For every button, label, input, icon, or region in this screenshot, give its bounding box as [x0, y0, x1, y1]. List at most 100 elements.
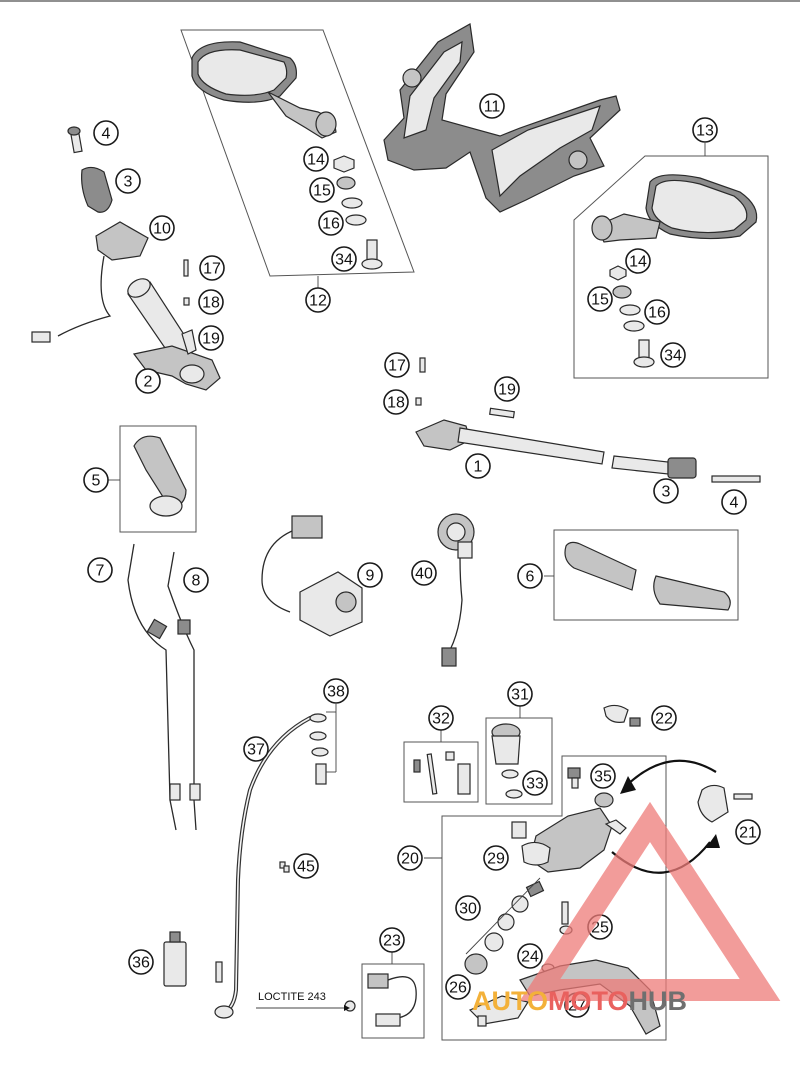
callout-number: 5 — [92, 473, 101, 490]
callout-c3a: 3 — [115, 168, 141, 194]
part-18-right — [415, 397, 422, 406]
callout-c31: 31 — [507, 681, 533, 707]
banjo-bolt-38 — [315, 763, 327, 785]
throttle-cables — [127, 543, 201, 831]
bracket-11 — [383, 23, 621, 213]
callout-number: 37 — [247, 742, 265, 759]
callout-circle — [293, 853, 319, 879]
callout-circle — [87, 557, 113, 583]
callout-number: 10 — [153, 221, 171, 238]
bracket-upper-arm — [403, 40, 463, 139]
callout-circle — [183, 567, 209, 593]
callout-c35: 35 — [590, 763, 616, 789]
callout-c16b: 16 — [644, 299, 670, 325]
callout-circle — [411, 560, 437, 586]
callout-c11: 11 — [479, 93, 505, 119]
callout-c5: 5 — [83, 467, 109, 493]
switch-10-connector — [31, 331, 51, 343]
callout-number: 40 — [415, 566, 433, 583]
callout-number: 22 — [655, 711, 673, 728]
watermark-auto: AUTO — [472, 986, 548, 1016]
callout-number: 34 — [664, 348, 682, 365]
brake-line-37 — [214, 704, 337, 1019]
callout-c14b: 14 — [625, 248, 651, 274]
cable-8-end — [189, 783, 201, 801]
watermark-moto: MOTO — [548, 986, 629, 1016]
part-33-bottom — [505, 789, 523, 799]
part-23-switch — [367, 973, 389, 989]
left-handlebar-assembly — [31, 126, 221, 391]
washer-16-right — [623, 320, 645, 332]
reservoir-body — [491, 735, 521, 765]
washer-38-mid — [309, 731, 327, 741]
mirror-mount-right — [591, 215, 613, 241]
throttle-group-5 — [108, 425, 197, 533]
callout-c1: 1 — [465, 453, 491, 479]
bar-end-3-left — [81, 166, 113, 213]
part-32-pin — [426, 753, 438, 795]
callout-circle — [115, 168, 141, 194]
callout-c34a: 34 — [331, 246, 357, 272]
callout-c24: 24 — [517, 943, 543, 969]
callout-c4a: 4 — [93, 120, 119, 146]
part-35-a — [567, 767, 581, 779]
callout-circle — [494, 376, 520, 402]
part-15-right — [612, 285, 632, 299]
bolt-25 — [561, 901, 569, 925]
callout-circle — [198, 325, 224, 351]
throttle-tube-end — [149, 495, 183, 517]
callout-c7: 7 — [87, 557, 113, 583]
callout-number: 14 — [307, 152, 325, 169]
callout-c34b: 34 — [660, 342, 686, 368]
cable-8-adjuster — [177, 619, 191, 635]
callout-number: 35 — [594, 769, 612, 786]
seal-30-b — [497, 913, 515, 931]
callout-number: 16 — [322, 216, 340, 233]
callout-number: 21 — [739, 825, 757, 842]
washer-16-top-left — [341, 197, 363, 209]
screw-19-left — [181, 329, 197, 355]
callout-c3b: 3 — [653, 478, 679, 504]
rotate-arrow-top-head — [620, 776, 636, 794]
rotate-arrow-bottom-head — [706, 834, 720, 848]
callout-number: 16 — [648, 305, 666, 322]
part-29 — [511, 821, 527, 839]
callout-number: 4 — [730, 495, 739, 512]
part-15-left — [336, 176, 356, 190]
callout-circle — [428, 705, 454, 731]
callout-circle — [397, 845, 423, 871]
callout-circle — [357, 562, 383, 588]
brake-fluid-36 — [163, 931, 187, 987]
callout-circle — [479, 93, 505, 119]
callout-c22: 22 — [651, 705, 677, 731]
master-body-end — [521, 841, 551, 866]
callout-c17b: 17 — [384, 352, 410, 378]
callout-number: 11 — [484, 99, 501, 116]
piston-axis — [465, 877, 541, 955]
callout-circle — [455, 895, 481, 921]
switch-9-wire — [261, 527, 301, 613]
callout-circle — [303, 146, 329, 172]
bolt-34-head-right — [633, 356, 655, 368]
mirror-stem-right — [595, 213, 661, 243]
callout-c26: 26 — [445, 974, 471, 1000]
callout-c21: 21 — [735, 819, 761, 845]
callout-circle — [149, 215, 175, 241]
part-40-wire — [449, 557, 463, 651]
callout-circle — [305, 287, 331, 313]
part-21 — [697, 784, 729, 823]
switch-10-wire — [57, 255, 112, 337]
callout-circle — [483, 845, 509, 871]
fluid-bottle — [163, 941, 187, 987]
callout-number: 30 — [459, 901, 477, 918]
callout-number: 18 — [202, 295, 220, 312]
callout-c38: 38 — [323, 678, 349, 704]
bracket-bolt-2 — [568, 150, 588, 170]
callout-c19b: 19 — [494, 376, 520, 402]
callout-circle — [522, 770, 548, 796]
callout-circle — [721, 489, 747, 515]
callout-c36: 36 — [128, 949, 154, 975]
callout-c16a: 16 — [318, 210, 344, 236]
